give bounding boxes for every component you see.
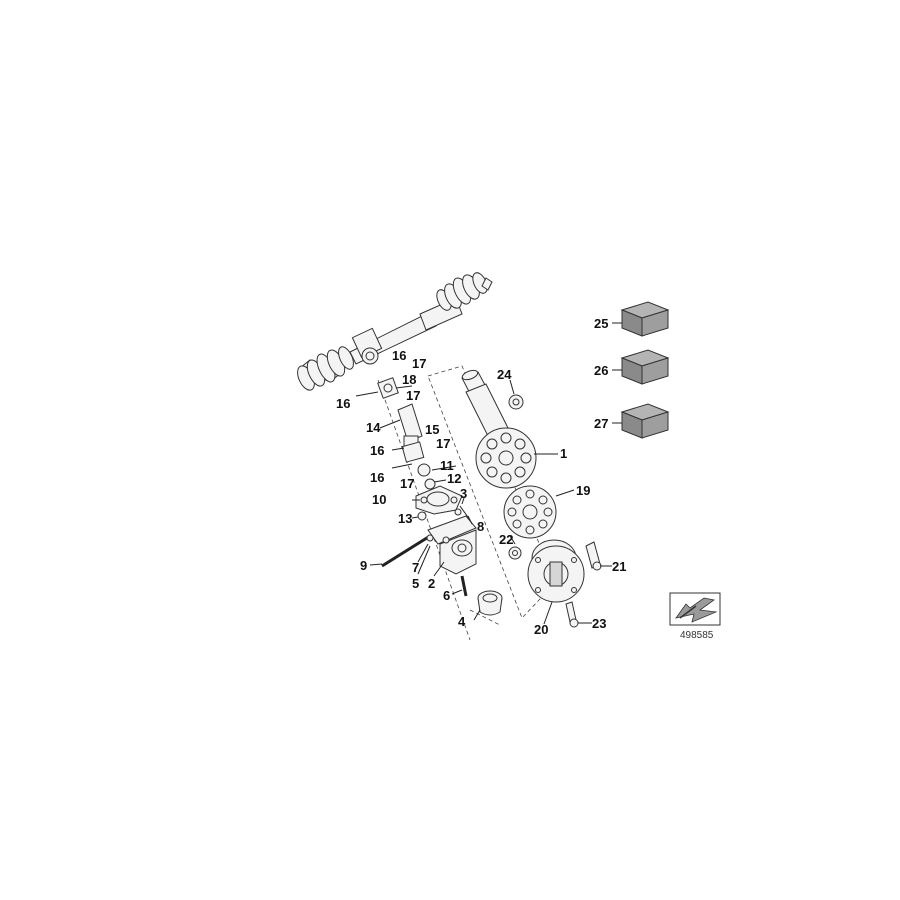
- label-21: 21: [612, 559, 626, 574]
- label-23: 23: [592, 616, 606, 631]
- flange-20: [527, 539, 585, 603]
- label-6: 6: [443, 588, 450, 603]
- reference-number: 498585: [680, 630, 714, 641]
- box-27: [620, 403, 670, 439]
- rubber-boot: [477, 590, 503, 616]
- flex-disc-19: [503, 485, 557, 539]
- label-12: 12: [447, 471, 461, 486]
- label-5: 5: [412, 576, 419, 591]
- label-3: 3: [460, 486, 467, 501]
- label-27: 27: [594, 416, 608, 431]
- label-16-low: 16: [370, 470, 384, 485]
- label-2: 2: [428, 576, 435, 591]
- label-18: 18: [402, 372, 416, 387]
- label-7: 7: [412, 560, 419, 575]
- steering-rack: [297, 272, 493, 391]
- label-16-top: 16: [392, 348, 406, 363]
- box-26: [620, 349, 670, 385]
- label-17-right: 17: [436, 436, 450, 451]
- label-17-top: 17: [412, 356, 426, 371]
- flex-disc-1: [475, 427, 537, 489]
- label-16-mid: 16: [370, 443, 384, 458]
- shaft-assembly: [461, 369, 602, 628]
- label-1: 1: [560, 446, 567, 461]
- label-14: 14: [366, 420, 381, 435]
- label-17-mid: 17: [406, 388, 420, 403]
- label-24: 24: [497, 367, 512, 382]
- assembly-guide-lines: [377, 365, 557, 641]
- label-20: 20: [534, 622, 548, 637]
- right-bellows: [436, 272, 488, 311]
- label-13: 13: [398, 511, 412, 526]
- leader-lines: [369, 322, 622, 625]
- label-22: 22: [499, 532, 513, 547]
- label-8: 8: [477, 519, 484, 534]
- part-labels: 1 2 3 4 5 6 7 8 9 10 11 12 13 14 15 16 1…: [336, 316, 626, 637]
- label-26: 26: [594, 363, 608, 378]
- accessory-boxes: [620, 301, 670, 439]
- label-16-left: 16: [336, 396, 350, 411]
- label-4: 4: [458, 614, 466, 629]
- lower-bracket: [427, 515, 477, 575]
- label-19: 19: [576, 483, 590, 498]
- label-15: 15: [425, 422, 439, 437]
- box-25: [620, 301, 670, 337]
- label-17-low: 17: [400, 476, 414, 491]
- label-11: 11: [440, 458, 454, 473]
- view-direction-icon: [669, 592, 721, 626]
- label-10: 10: [372, 492, 386, 507]
- bearing-flange: [415, 485, 463, 515]
- column-parts: [355, 377, 503, 616]
- left-bellows: [297, 346, 354, 391]
- label-25: 25: [594, 316, 608, 331]
- label-9: 9: [360, 558, 367, 573]
